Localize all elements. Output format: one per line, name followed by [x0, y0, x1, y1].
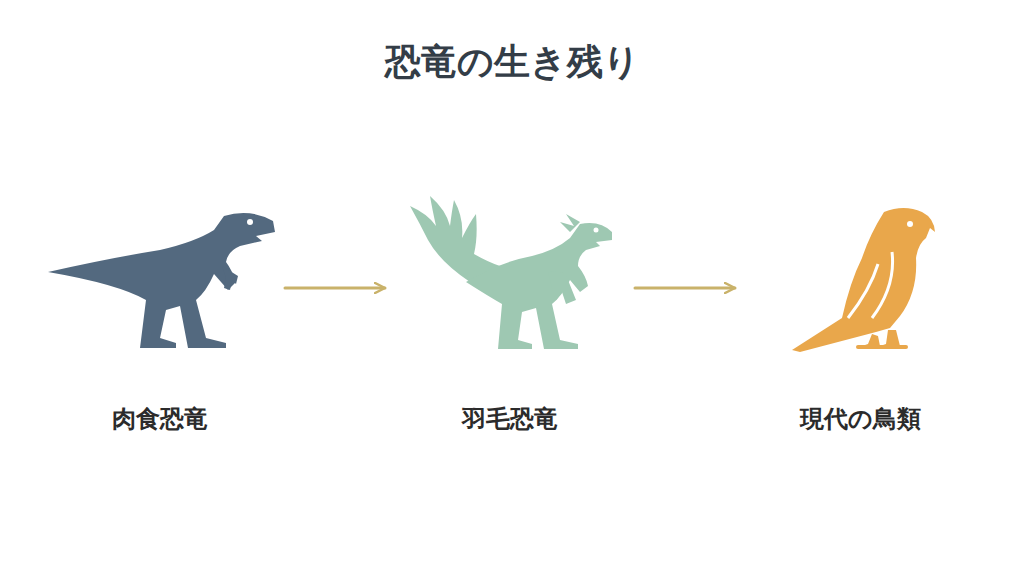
modern-bird-icon [792, 208, 935, 352]
carnivore-dinosaur-icon [48, 213, 275, 348]
diagram-title: 恐竜の生き残り [0, 38, 1024, 87]
flow-arrow [285, 287, 385, 290]
illustration-node: 現代の鳥類 [750, 195, 970, 435]
illustration-node: 羽毛恐竜 [400, 195, 620, 435]
flow-arrow [635, 287, 735, 290]
node-label: 肉食恐竜 [50, 403, 270, 435]
node-label: 羽毛恐竜 [400, 403, 620, 435]
illustration-node: 肉食恐竜 [50, 195, 270, 435]
node-label: 現代の鳥類 [750, 403, 970, 435]
feathered-dinosaur-icon [410, 196, 612, 349]
